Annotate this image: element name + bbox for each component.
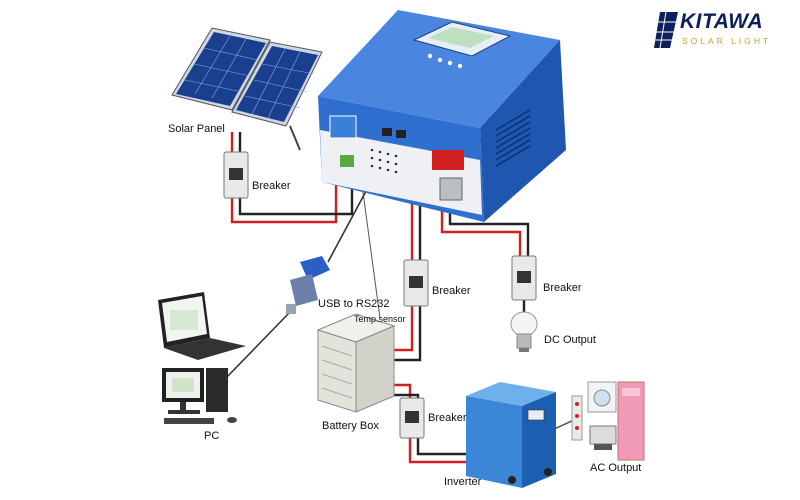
pc-label: PC xyxy=(204,430,220,442)
breaker-dc-icon xyxy=(511,255,537,301)
ac-output-label: AC Output xyxy=(590,462,642,474)
ac-loads-icon xyxy=(571,381,645,461)
temp-sensor-label: Temp.sensor xyxy=(354,314,406,324)
breaker-solar-icon xyxy=(223,151,249,199)
brand-name: KITAWA xyxy=(680,10,764,33)
solar-panel-icon xyxy=(171,27,323,151)
usb-rs232-adapter-icon xyxy=(286,256,330,314)
breaker-inverter-label: Breaker xyxy=(428,412,467,424)
kitawa-logo: KITAWA SOLAR LIGHT xyxy=(652,10,792,52)
laptop-icon xyxy=(158,292,246,360)
inverter-label: Inverter xyxy=(444,476,482,488)
battery-box-icon xyxy=(316,313,396,413)
breaker-dc-label: Breaker xyxy=(543,282,582,294)
led-lamp-icon xyxy=(510,311,538,352)
charge-controller-icon xyxy=(318,10,566,222)
battery-box-label: Battery Box xyxy=(322,420,379,432)
usb-rs232-label: USB to RS232 xyxy=(318,298,390,310)
solar-panel-label: Solar Panel xyxy=(168,123,225,135)
desktop-pc-icon xyxy=(162,368,237,424)
solar-panel-logo-icon xyxy=(654,11,678,49)
dc-output-label: DC Output xyxy=(544,334,596,346)
breaker-battery-label: Breaker xyxy=(432,285,471,297)
breaker-solar-label: Breaker xyxy=(252,180,291,192)
inverter-icon xyxy=(466,382,556,488)
breaker-battery-icon xyxy=(403,259,429,307)
brand-tagline: SOLAR LIGHT xyxy=(682,36,772,46)
breaker-inverter-icon xyxy=(399,397,425,439)
